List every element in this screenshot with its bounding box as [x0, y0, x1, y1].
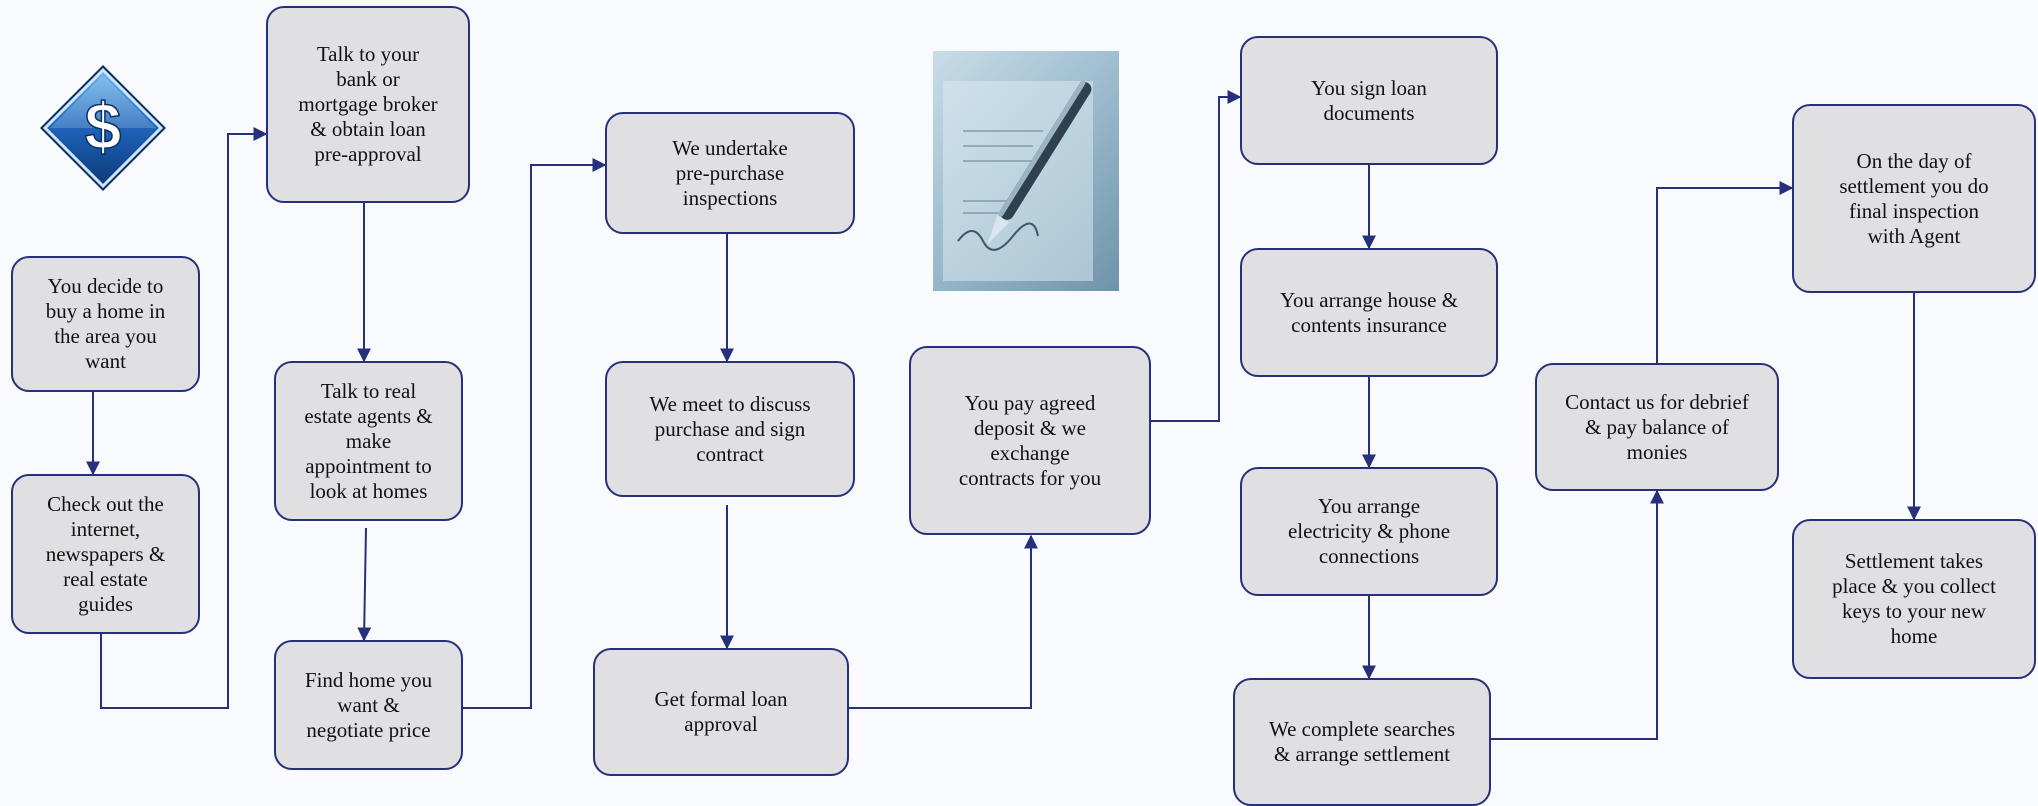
connector-s9-s10 [1151, 90, 1242, 422]
step-box-s3: Talk to your bank or mortgage broker & o… [266, 6, 470, 203]
connector-s13-s14 [1491, 489, 1664, 740]
step-box-s11: You arrange house & contents insurance [1240, 248, 1498, 377]
connector-s2-s3 [100, 127, 268, 709]
step-box-s5: Find home you want & negotiate price [274, 640, 463, 770]
step-box-s14: Contact us for debrief & pay balance of … [1535, 363, 1779, 491]
step-box-s15: On the day of settlement you do final in… [1792, 104, 2036, 293]
step-box-s6: We undertake pre-purchase inspections [605, 112, 855, 234]
step-box-s8: Get formal loan approval [593, 648, 849, 776]
step-box-s7: We meet to discuss purchase and sign con… [605, 361, 855, 497]
step-box-s16: Settlement takes place & you collect key… [1792, 519, 2036, 679]
step-box-s13: We complete searches & arrange settlemen… [1233, 678, 1491, 806]
connector-s14-s15 [1656, 181, 1794, 363]
step-box-s12: You arrange electricity & phone connecti… [1240, 467, 1498, 596]
dollar-diamond-icon: $ [40, 65, 166, 191]
connector-s8-s9 [849, 534, 1038, 709]
step-box-s10: You sign loan documents [1240, 36, 1498, 165]
connector-s4-s5 [357, 527, 372, 642]
step-box-s9: You pay agreed deposit & we exchange con… [909, 346, 1151, 535]
connector-s5-s6 [463, 158, 607, 709]
step-box-s4: Talk to real estate agents & make appoin… [274, 361, 463, 521]
svg-text:$: $ [85, 89, 122, 163]
step-box-s2: Check out the internet, newspapers & rea… [11, 474, 200, 634]
pen-signing-document-photo [933, 51, 1119, 291]
step-box-s1: You decide to buy a home in the area you… [11, 256, 200, 392]
